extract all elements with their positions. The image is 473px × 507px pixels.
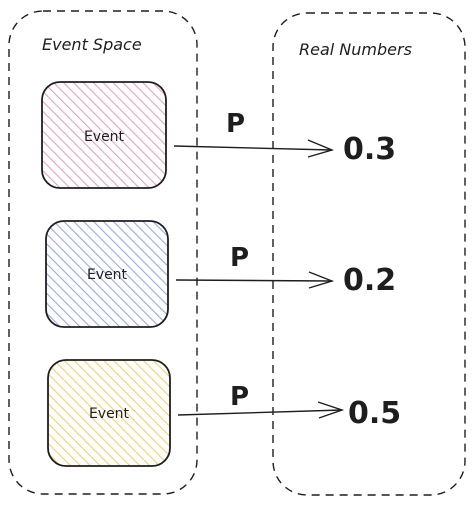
- probability-value-1: 0.3: [343, 132, 396, 167]
- event-row-2: Event P 0.2: [45, 220, 396, 328]
- probability-function-label-1: P: [226, 109, 245, 139]
- event-space-title: Event Space: [42, 35, 142, 54]
- probability-function-label-2: P: [230, 243, 249, 273]
- event-space-panel: [8, 10, 198, 495]
- real-numbers-title: Real Numbers: [299, 40, 412, 59]
- probability-value-3: 0.5: [348, 396, 401, 431]
- event-label-1: Event: [84, 129, 125, 145]
- real-numbers-panel: [272, 12, 466, 496]
- mapping-arrow-2: [175, 279, 333, 282]
- probability-value-2: 0.2: [343, 263, 396, 298]
- event-row-3: Event P 0.5: [47, 359, 401, 467]
- mapping-arrow-1: [173, 145, 333, 151]
- arrow-head-3: [317, 401, 345, 419]
- arrow-head-1: [307, 139, 335, 158]
- event-box-2: [45, 220, 169, 328]
- event-label-2: Event: [87, 267, 128, 283]
- mapping-arrow-3: [177, 409, 343, 416]
- event-box-3: [47, 359, 171, 467]
- arrow-head-2: [308, 271, 335, 289]
- event-box-1: [41, 81, 167, 189]
- probability-function-label-3: P: [230, 382, 249, 412]
- event-row-1: Event P 0.3: [41, 81, 396, 189]
- event-label-3: Event: [89, 406, 130, 422]
